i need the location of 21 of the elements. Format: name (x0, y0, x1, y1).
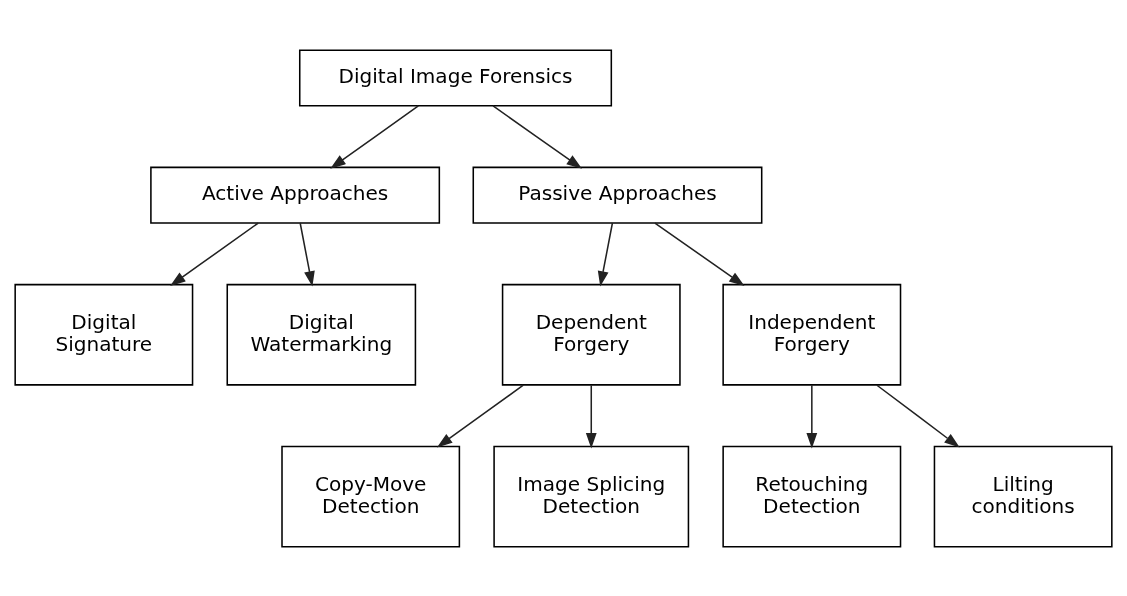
node-box: Copy-Move Detection (281, 445, 461, 548)
node-box: Dependent Forgery (501, 283, 681, 386)
node-box: Independent Forgery (722, 283, 902, 386)
node-box: Lilting conditions (933, 445, 1113, 548)
arrow (585, 384, 597, 448)
node-box: Image Splicing Detection (493, 445, 690, 548)
node-box: Active Approaches (150, 166, 441, 224)
node-box: Digital Signature (14, 283, 194, 386)
node-box: Digital Watermarking (226, 283, 417, 386)
arrow (299, 221, 315, 287)
arrow (492, 104, 583, 169)
node-box: Passive Approaches (472, 166, 763, 224)
arrow (436, 384, 525, 447)
arrow (330, 104, 420, 169)
arrow (654, 221, 745, 286)
arrow (806, 384, 818, 448)
arrow (170, 221, 259, 286)
arrow (597, 221, 614, 287)
node-box: Retouching Detection (722, 445, 902, 548)
node-box: Digital Image Forensics (299, 48, 613, 106)
arrow (876, 384, 960, 447)
